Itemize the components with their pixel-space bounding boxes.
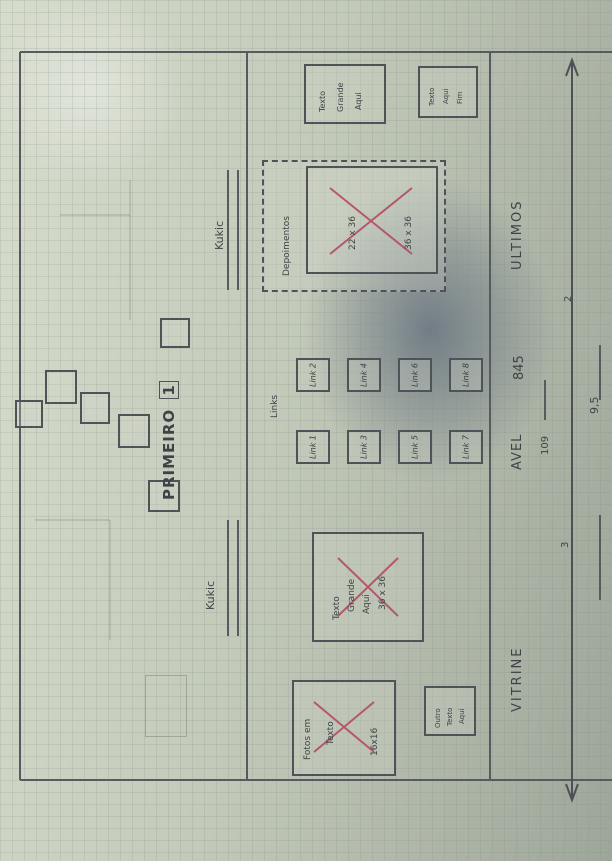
featured-card[interactable] bbox=[292, 680, 396, 776]
testimonials-size-bottom: 36 x 36 bbox=[404, 216, 414, 250]
right-small-top-line: Grande bbox=[336, 82, 345, 112]
testimonials-size-top: 22 x 36 bbox=[348, 216, 358, 250]
header-block bbox=[148, 480, 180, 512]
link-tile-label: Link 6 bbox=[410, 362, 420, 388]
link-tile[interactable]: Link 3 bbox=[347, 430, 381, 464]
header-block bbox=[118, 414, 150, 448]
featured-size: 16x16 bbox=[370, 727, 380, 756]
featured-title: Fotos em bbox=[303, 718, 313, 760]
header-faint-block bbox=[145, 675, 187, 737]
dimension-arrow-top bbox=[565, 57, 579, 77]
dimension-label: 3 bbox=[560, 541, 571, 548]
column-label-right: Kukic bbox=[213, 220, 226, 250]
right-small-bottom-line: Fim bbox=[456, 91, 464, 104]
link-tile-label: Link 3 bbox=[359, 434, 369, 460]
header-block bbox=[80, 392, 110, 424]
testimonials-title: Depoimentos bbox=[282, 216, 292, 276]
link-tile[interactable]: Link 5 bbox=[398, 430, 432, 464]
featured-side-line: Outro bbox=[434, 708, 442, 728]
featured-side-card[interactable] bbox=[424, 686, 476, 736]
footer-avel-label: AVEL bbox=[510, 433, 525, 470]
link-tile[interactable]: Link 7 bbox=[449, 430, 483, 464]
placeholder-cross-icon bbox=[329, 187, 413, 255]
featured-side-line: Texto bbox=[446, 707, 454, 726]
footer-ultimos-label: ULTIMOS bbox=[510, 199, 525, 270]
right-small-card-top[interactable] bbox=[304, 64, 386, 124]
link-tile-label: Link 1 bbox=[308, 434, 318, 460]
testimonials-outer bbox=[262, 160, 446, 292]
link-tile-label: Link 4 bbox=[359, 362, 369, 388]
tiles-label: Links bbox=[270, 394, 280, 418]
right-small-top-line: Aqui bbox=[354, 92, 363, 110]
center-size: 36 x 36 bbox=[378, 576, 388, 610]
link-tile[interactable]: Link 6 bbox=[398, 358, 432, 392]
featured-subtitle: Texto bbox=[326, 721, 336, 745]
brand-suffix: 1 bbox=[159, 381, 179, 399]
header-block bbox=[160, 318, 190, 348]
testimonials-card[interactable] bbox=[306, 166, 438, 274]
column-label-left: Kukic bbox=[204, 580, 217, 610]
link-tile-label: Link 8 bbox=[461, 362, 471, 388]
header-block bbox=[15, 400, 43, 428]
placeholder-cross-icon bbox=[337, 557, 399, 617]
footer-vitrine-label: VITRINE bbox=[510, 646, 525, 712]
link-tile-label: Link 5 bbox=[410, 434, 420, 460]
header-block bbox=[45, 370, 77, 404]
link-tile[interactable]: Link 4 bbox=[347, 358, 381, 392]
center-line: Aqui bbox=[362, 594, 372, 614]
link-tile[interactable]: Link 8 bbox=[449, 358, 483, 392]
right-small-top-line: Texto bbox=[318, 90, 327, 112]
right-small-bottom-line: Texto bbox=[428, 87, 436, 106]
right-small-bottom-line: Aqui bbox=[442, 88, 450, 105]
center-card[interactable] bbox=[312, 532, 424, 642]
placeholder-cross-icon bbox=[313, 701, 375, 753]
link-tile[interactable]: Link 2 bbox=[296, 358, 330, 392]
footer-avel-sub: 109 bbox=[540, 435, 551, 455]
link-tile-label: Link 7 bbox=[461, 434, 471, 460]
brand-title[interactable]: PRIMEIRO 1 bbox=[159, 381, 179, 500]
dimension-arrow-bottom bbox=[565, 783, 579, 803]
featured-side-line: Aqui bbox=[458, 708, 466, 725]
brand-text: PRIMEIRO bbox=[160, 408, 178, 500]
center-line: Grande bbox=[347, 578, 357, 612]
center-line: Texto bbox=[332, 596, 342, 620]
link-tile-label: Link 2 bbox=[308, 362, 318, 388]
link-tile[interactable]: Link 1 bbox=[296, 430, 330, 464]
dimension-total-label: 9,5 bbox=[588, 396, 601, 415]
footer-center-label: 845 bbox=[512, 355, 527, 380]
right-small-card-bottom[interactable] bbox=[418, 66, 478, 118]
dimension-right-label: 2 bbox=[563, 295, 574, 302]
